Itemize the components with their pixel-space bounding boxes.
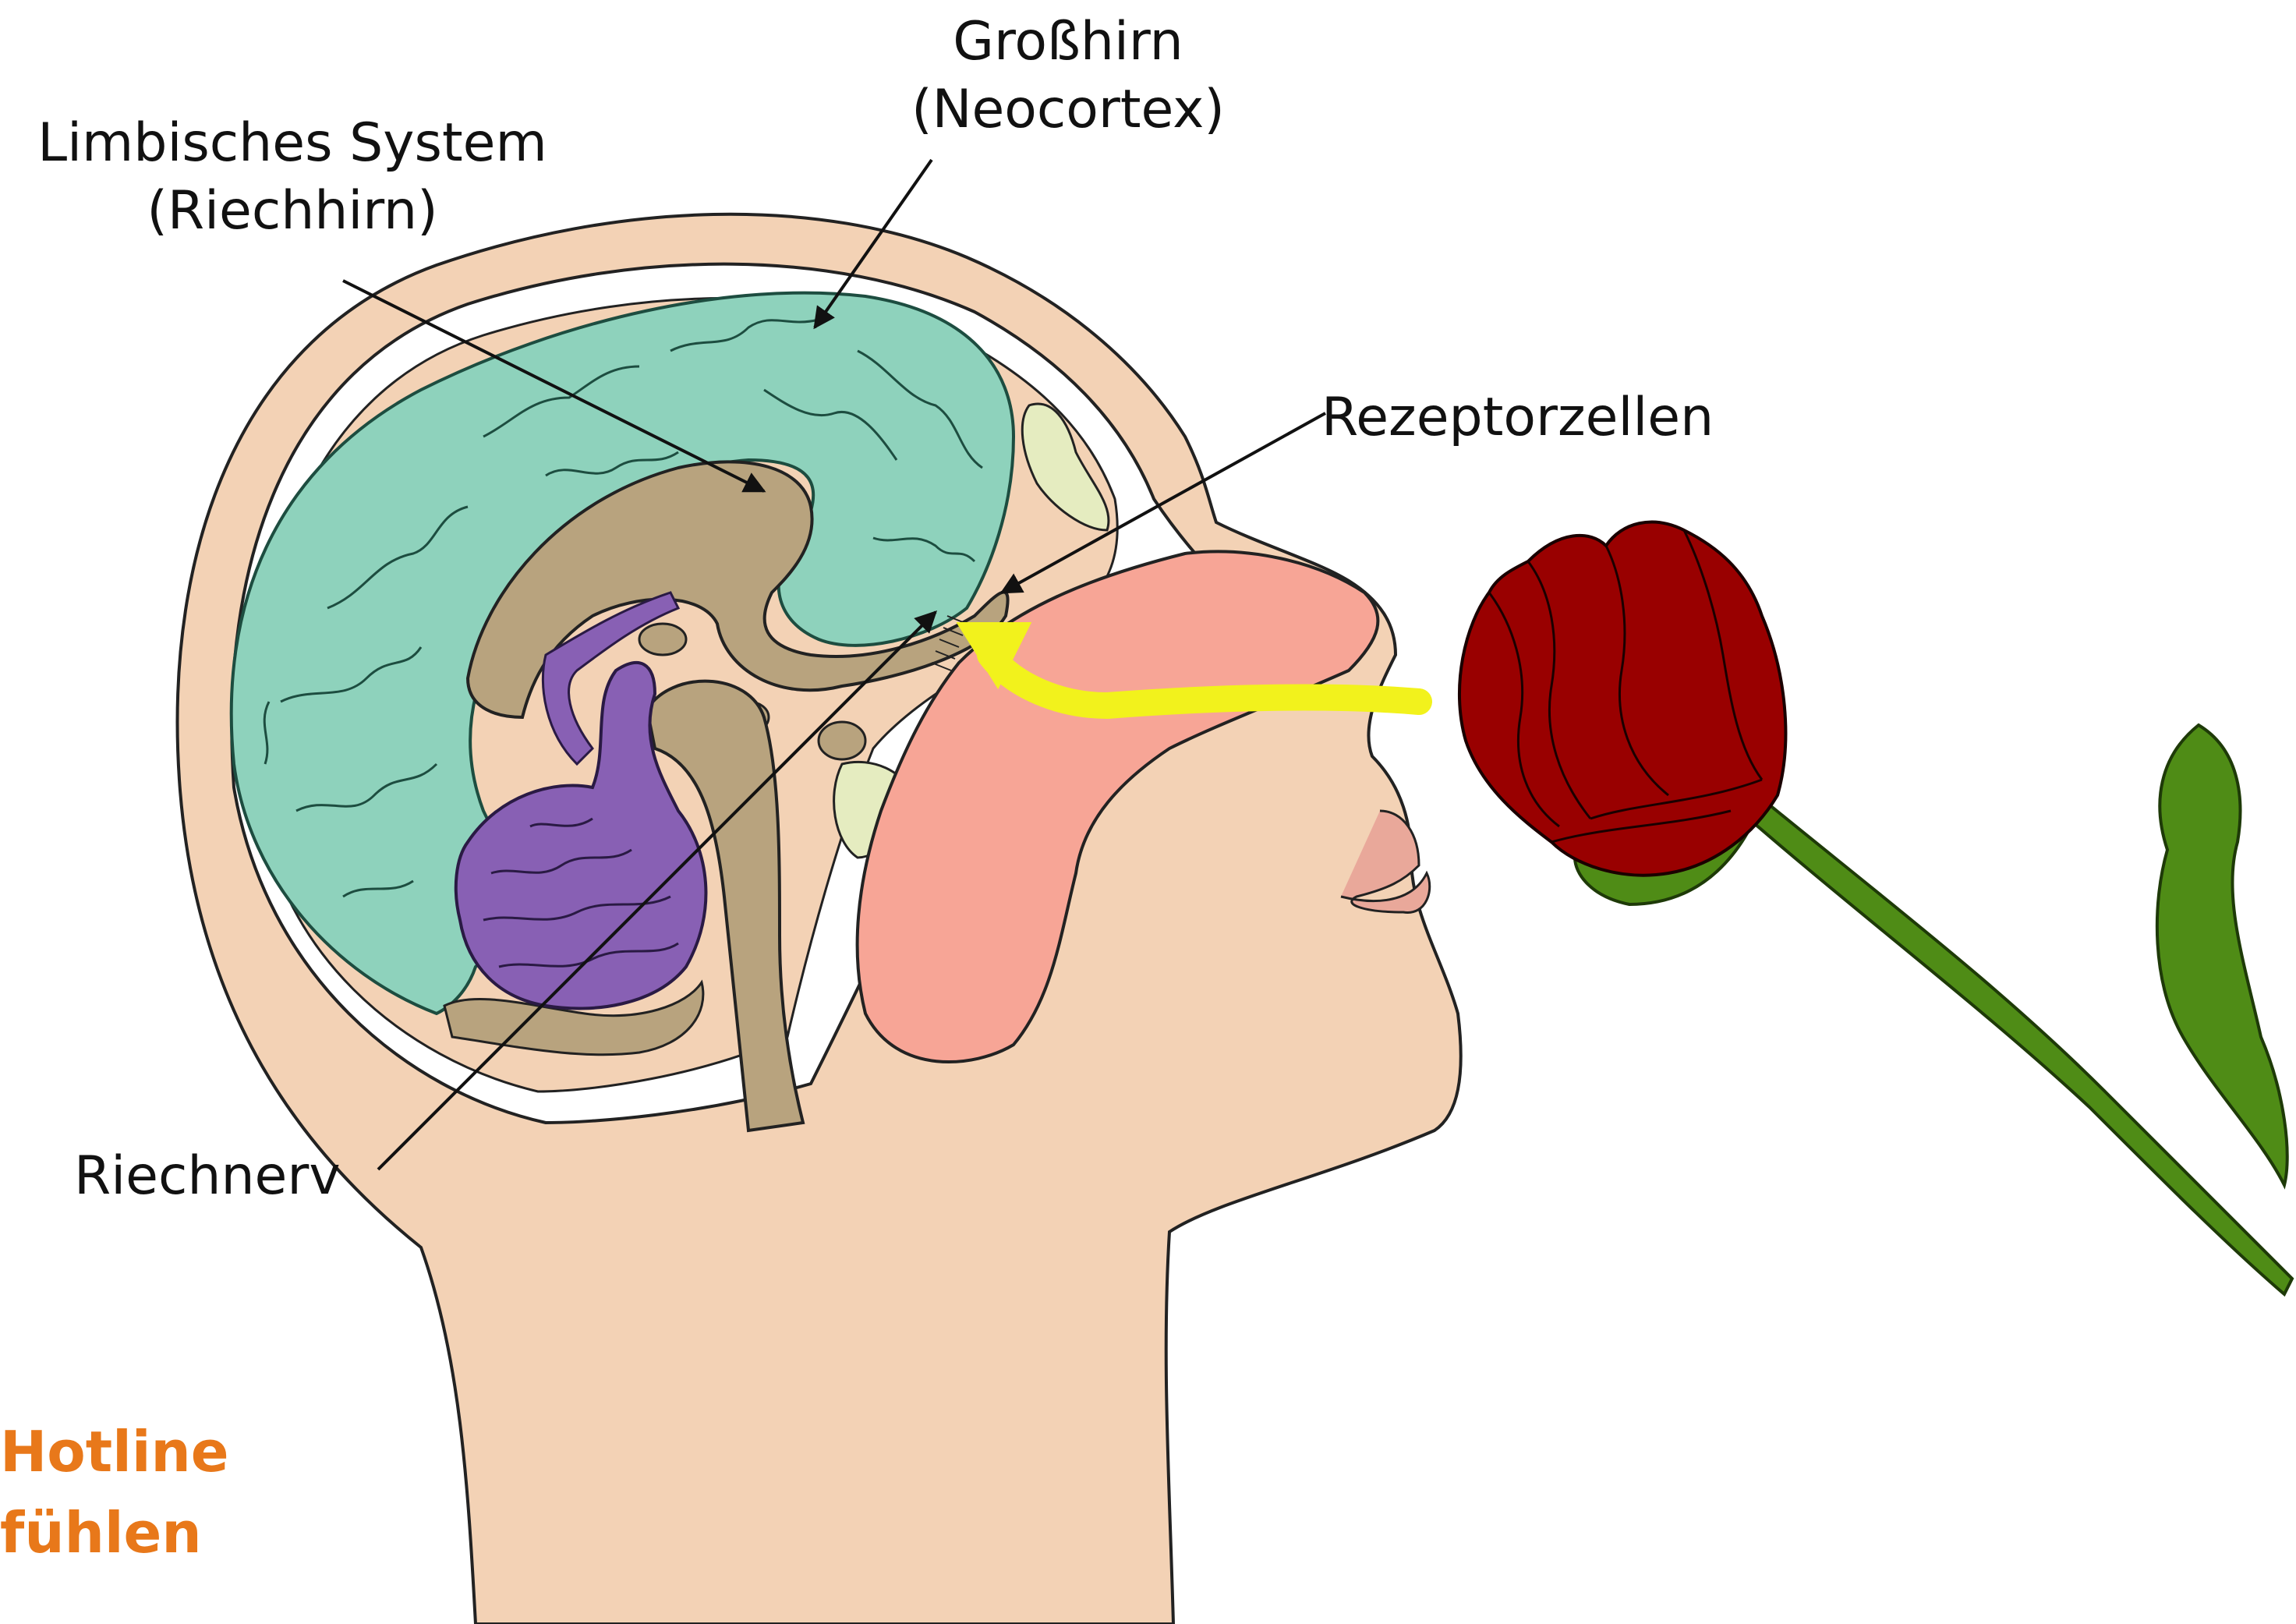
label-olfactory-nerve-text: Riechnerv [74, 1142, 341, 1210]
label-receptors: Rezeptorzellen [1321, 384, 1714, 451]
label-limbic-system: Limbisches System (Riechhirn) [23, 109, 561, 245]
label-cerebrum-line1: Großhirn [873, 8, 1263, 76]
rose-flower [1459, 522, 1785, 876]
hotline-line2: fühlen [0, 1492, 229, 1573]
label-cerebrum-line2: (Neocortex) [873, 76, 1263, 143]
hotline-line1: Hotline [0, 1411, 229, 1492]
rose-leaf [2157, 725, 2287, 1185]
olfactory-bulb-node [819, 722, 865, 759]
label-olfactory-nerve: Riechnerv [74, 1142, 341, 1210]
label-limbic-line1: Limbisches System [23, 109, 561, 177]
label-limbic-line2: (Riechhirn) [23, 177, 561, 245]
thalamus-node [639, 624, 686, 655]
label-receptors-text: Rezeptorzellen [1321, 384, 1714, 451]
label-cerebrum: Großhirn (Neocortex) [873, 8, 1263, 143]
hotline-banner: Hotline fühlen [0, 1411, 229, 1574]
